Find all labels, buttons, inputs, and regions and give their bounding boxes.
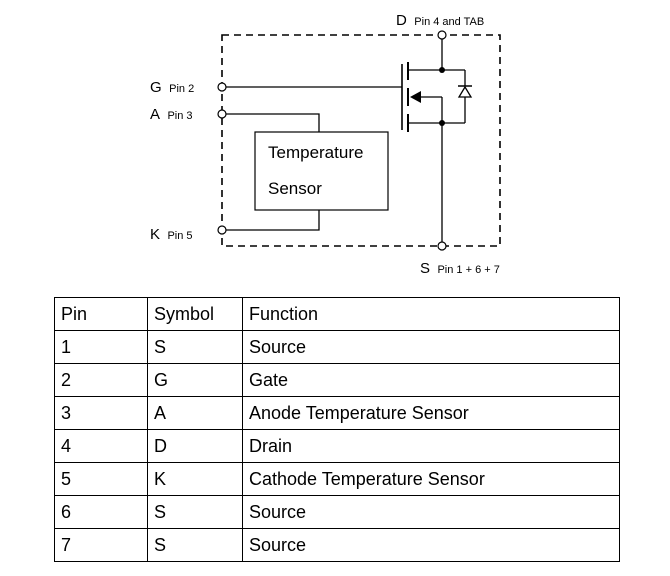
table-row: 6 S Source	[54, 495, 620, 529]
symbol-cell: S	[147, 330, 243, 364]
anode-wire	[226, 113, 320, 132]
header-symbol: Symbol	[147, 297, 243, 331]
pin-cell: 2	[54, 363, 148, 397]
table-row: 4 D Drain	[54, 429, 620, 463]
diode-triangle	[457, 85, 473, 98]
cathode-wire	[226, 210, 320, 231]
pin-cell: 5	[54, 462, 148, 496]
terminal-drain	[437, 30, 447, 40]
junction-source	[439, 120, 445, 126]
table-row: 3 A Anode Temperature Sensor	[54, 396, 620, 430]
package-outline	[221, 34, 501, 247]
source-label: S Pin 1 + 6 + 7	[420, 260, 500, 277]
body-arrow	[410, 91, 421, 103]
temperature-sensor-box	[254, 131, 389, 211]
sensor-label-line2: Sensor	[268, 179, 322, 198]
function-cell: Source	[242, 330, 620, 364]
header-function: Function	[242, 297, 620, 331]
function-cell: Source	[242, 528, 620, 562]
function-cell: Anode Temperature Sensor	[242, 396, 620, 430]
function-cell: Source	[242, 495, 620, 529]
cathode-label: K Pin 5	[150, 226, 193, 243]
table-header-row: Pin Symbol Function	[54, 297, 620, 331]
symbol-cell: S	[147, 495, 243, 529]
pin-cell: 7	[54, 528, 148, 562]
table-row: 7 S Source	[54, 528, 620, 562]
terminal-source	[437, 241, 447, 251]
symbol-cell: G	[147, 363, 243, 397]
pin-cell: 6	[54, 495, 148, 529]
anode-label: A Pin 3	[150, 106, 193, 123]
terminal-anode	[217, 109, 227, 119]
mosfet-pin-diagram: Temperature Sensor D Pin 4 and TAB G Pin…	[150, 12, 501, 277]
pin-function-table: Pin Symbol Function 1 S Source 2 G Gate …	[54, 297, 620, 562]
table-row: 5 K Cathode Temperature Sensor	[54, 462, 620, 496]
symbol-cell: S	[147, 528, 243, 562]
symbol-cell: K	[147, 462, 243, 496]
symbol-cell: A	[147, 396, 243, 430]
pin-cell: 1	[54, 330, 148, 364]
symbol-cell: D	[147, 429, 243, 463]
function-cell: Gate	[242, 363, 620, 397]
pin-cell: 4	[54, 429, 148, 463]
junction-drain	[439, 67, 445, 73]
function-cell: Drain	[242, 429, 620, 463]
drain-label: D Pin 4 and TAB	[396, 12, 484, 29]
terminal-cathode	[217, 225, 227, 235]
table-row: 1 S Source	[54, 330, 620, 364]
sensor-label-line1: Temperature	[268, 143, 363, 162]
pin-cell: 3	[54, 396, 148, 430]
table-row: 2 G Gate	[54, 363, 620, 397]
gate-label: G Pin 2	[150, 79, 194, 96]
terminal-gate	[217, 82, 227, 92]
function-cell: Cathode Temperature Sensor	[242, 462, 620, 496]
header-pin: Pin	[54, 297, 148, 331]
